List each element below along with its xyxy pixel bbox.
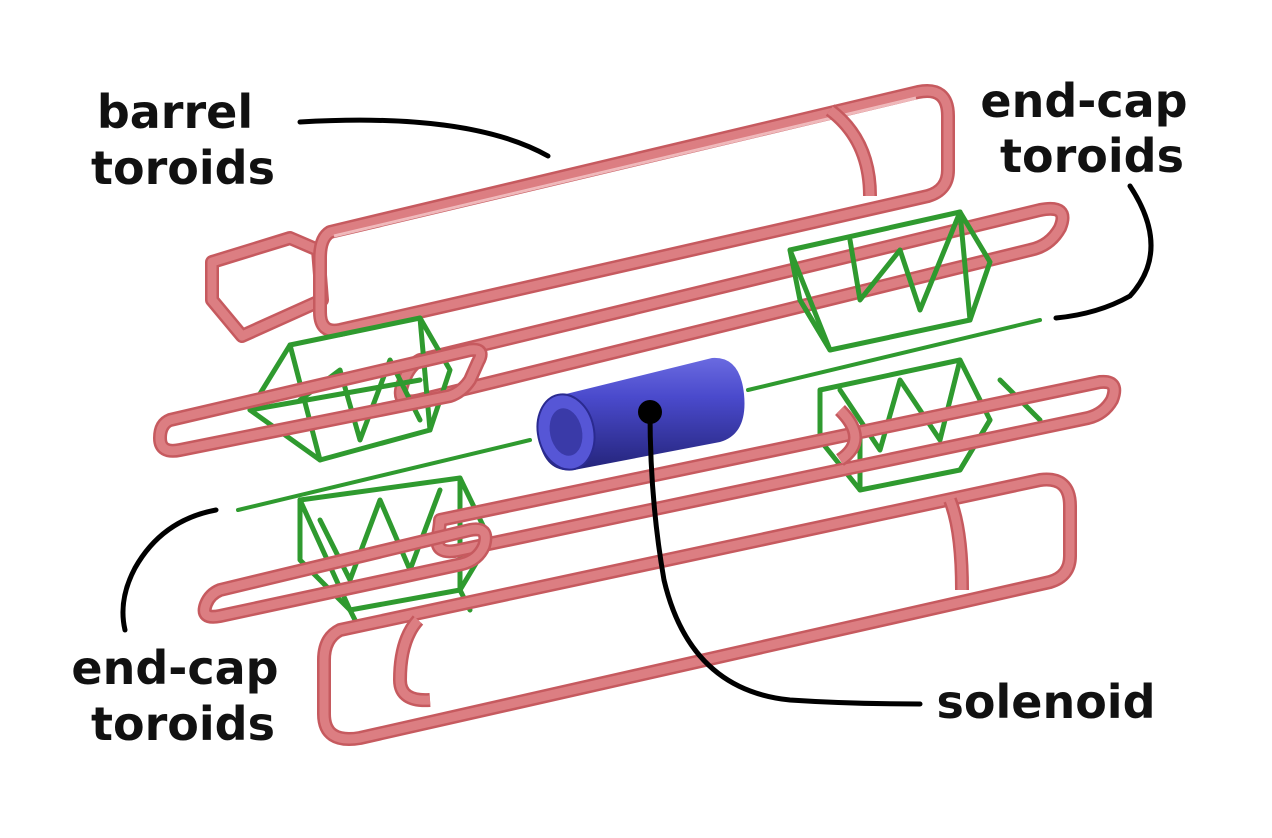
barrel-toroid-back-left [205,231,329,343]
barrel-toroid-top [313,84,955,338]
leader-barrel-toroids [297,117,551,159]
leader-solenoid [647,409,923,707]
solenoid-cylinder [536,357,745,471]
label-barrel-toroids-line2: toroids [91,141,275,195]
label-endcap-toroids-right-line1: end-cap [980,74,1187,128]
label-barrel-toroids-line1: barrel [97,85,253,139]
leader-endcap-toroids-left [120,507,219,633]
label-solenoid: solenoid [937,675,1156,729]
barrel-toroid-mid-right [430,374,1122,559]
beam-axis [236,318,1042,512]
barrel-toroid-upper-mid [393,201,1070,409]
barrel-toroid-bottom [317,472,1077,746]
label-endcap-toroids-left: end-cap toroids [71,641,294,751]
barrel-toroid-lower-left [197,522,493,624]
label-barrel-toroids: barrel toroids [91,85,275,195]
label-endcap-toroids-right-line2: toroids [1000,129,1184,183]
label-endcap-toroids-left-line1: end-cap [71,641,278,695]
label-endcap-toroids-right: end-cap toroids [980,74,1203,183]
leader-endcap-toroids-right [1053,183,1154,321]
label-endcap-toroids-left-line2: toroids [91,697,275,751]
barrel-toroid-mid-left [153,342,488,458]
